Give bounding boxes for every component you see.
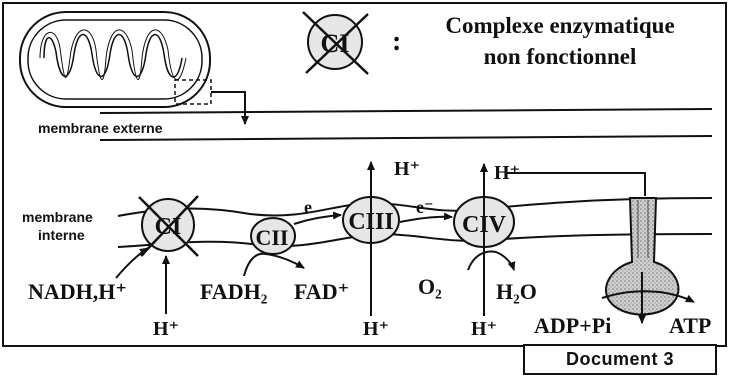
complex-ii: CII (250, 217, 296, 255)
legend-colon: : (392, 26, 401, 57)
svg-text:CII: CII (255, 225, 288, 250)
proton-return-path (505, 172, 646, 196)
civ-matrix-proton-label: H⁺ (471, 318, 497, 340)
inner-membrane-label-line1: membrane (22, 209, 93, 225)
electron-label-cii-ciii: e (304, 197, 312, 217)
inner-membrane-label-line2: interne (38, 227, 85, 243)
fadh2-label: FADH₂ (200, 279, 268, 304)
zoom-pointer (211, 91, 249, 125)
o2-to-h2o-arrow (467, 250, 516, 271)
complex-i: CI (138, 195, 199, 257)
fadh2-arrow (243, 252, 305, 277)
electron-label-ciii-civ: e⁻ (416, 197, 434, 217)
legend-text-line2: non fonctionnel (484, 44, 637, 69)
outer-membrane-label: membrane externe (38, 120, 163, 136)
o2-label: O₂ (418, 274, 442, 299)
legend-text-line1: Complexe enzymatique (445, 13, 674, 38)
document-label: Document 3 (523, 344, 717, 375)
outer-membrane (99, 108, 713, 141)
adp-to-atp-arrow (601, 290, 695, 303)
nadh-label: NADH,H⁺ (28, 279, 127, 304)
fad-label: FAD⁺ (294, 279, 349, 304)
civ-ims-proton-label: H⁺ (494, 162, 520, 184)
adp-pi-label: ADP+Pi (534, 313, 611, 338)
legend-crossed-symbol: CI (302, 11, 369, 75)
atp-label: ATP (669, 313, 711, 338)
h2o-label: H₂O (496, 279, 537, 304)
ciii-matrix-proton-label: H⁺ (363, 318, 389, 340)
ci-proton-label: H⁺ (153, 318, 179, 340)
electron-arrow-ciii-civ (399, 212, 453, 223)
atp-synthase (605, 197, 680, 316)
nadh-arrow (115, 247, 149, 279)
mitochondrion-sketch (19, 11, 211, 108)
ciii-ims-proton-label: H⁺ (394, 158, 420, 180)
electron-arrow-cii-ciii (293, 211, 342, 225)
zoom-box (174, 79, 212, 105)
diagram-frame (2, 2, 727, 347)
inner-membrane (117, 197, 713, 248)
